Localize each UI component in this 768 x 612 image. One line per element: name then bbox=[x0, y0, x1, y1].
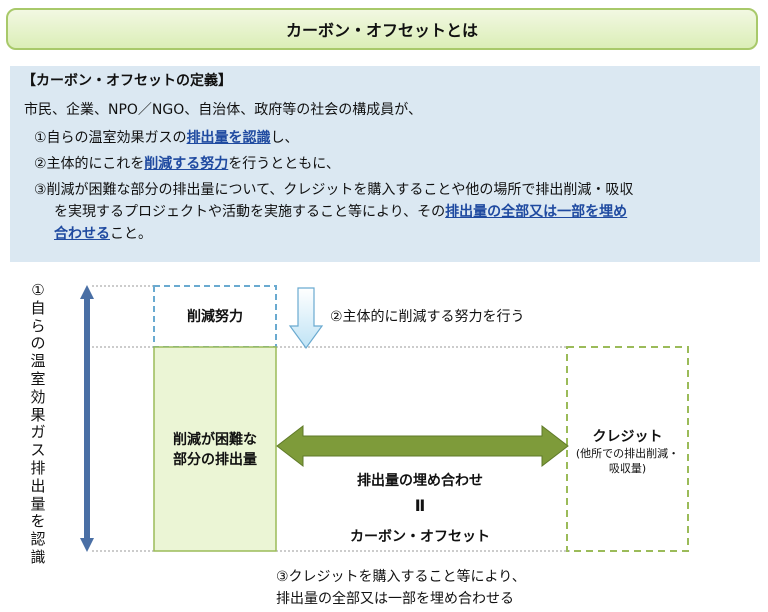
hard-to-reduce-box bbox=[153, 346, 277, 552]
hard-to-reduce-line2: 部分の排出量 bbox=[173, 452, 257, 468]
step3-line2: 排出量の全部又は一部を埋め合わせる bbox=[276, 591, 514, 607]
definition-heading: 【カーボン・オフセットの定義】 bbox=[22, 73, 232, 89]
down-arrow-icon bbox=[288, 287, 324, 350]
step3-line1: ③クレジットを購入すること等により、 bbox=[276, 569, 526, 585]
page-title-text: カーボン・オフセットとは bbox=[285, 21, 478, 40]
credit-title: クレジット bbox=[592, 429, 663, 445]
item3-line2-highlight: 排出量の全部又は一部を埋め bbox=[445, 204, 628, 220]
offset-double-arrow bbox=[276, 424, 569, 468]
definition-item-3-line3: 合わせること。 bbox=[54, 224, 152, 244]
definition-item-1: ①自らの温室効果ガスの排出量を認識し、 bbox=[34, 128, 299, 148]
item2-post: を行うとともに、 bbox=[228, 156, 340, 172]
offset-label: 排出量の埋め合わせ bbox=[357, 473, 483, 489]
reduction-effort-label: 削減努力 bbox=[187, 309, 243, 325]
side-label-recognize-emissions: ①自らの温室効果ガス排出量を認識 bbox=[30, 281, 46, 566]
definition-item-3-line2: を実現するプロジェクトや活動を実施すること等により、その排出量の全部又は一部を埋… bbox=[54, 202, 627, 222]
item1-pre: ①自らの温室効果ガスの bbox=[34, 130, 187, 146]
credit-subtitle: (他所での排出削減・ 吸収量) bbox=[567, 446, 688, 476]
carbon-offset-label: カーボン・オフセット bbox=[350, 529, 490, 545]
item3-line2-pre: を実現するプロジェクトや活動を実施すること等により、その bbox=[54, 204, 446, 220]
page-title: カーボン・オフセットとは bbox=[6, 8, 758, 50]
definition-intro: 市民、企業、NPO／NGO、自治体、政府等の社会の構成員が、 bbox=[24, 102, 422, 118]
item2-highlight: 削減する努力 bbox=[144, 156, 229, 172]
credit-sub-line1: (他所での排出削減・ bbox=[575, 447, 680, 460]
emissions-range-arrow bbox=[80, 285, 94, 552]
item3-line3-highlight: 合わせる bbox=[54, 226, 110, 242]
item1-post: し、 bbox=[270, 130, 299, 146]
item2-pre: ②主体的にこれを bbox=[34, 156, 145, 172]
definition-item-2: ②主体的にこれを削減する努力を行うとともに、 bbox=[34, 154, 340, 174]
definition-item-3-line1: ③削減が困難な部分の排出量について、クレジットを購入することや他の場所で排出削減… bbox=[34, 182, 634, 198]
equals-sign: Ⅱ bbox=[414, 496, 426, 515]
item1-highlight: 排出量を認識 bbox=[186, 130, 271, 146]
hard-to-reduce-label: 削減が困難な 部分の排出量 bbox=[154, 430, 276, 470]
step2-label: ②主体的に削減する努力を行う bbox=[330, 309, 525, 325]
credit-box bbox=[566, 346, 689, 552]
credit-sub-line2: 吸収量) bbox=[608, 462, 647, 475]
hard-to-reduce-line1: 削減が困難な bbox=[173, 432, 257, 448]
definition-panel: 【カーボン・オフセットの定義】 市民、企業、NPO／NGO、自治体、政府等の社会… bbox=[10, 66, 760, 262]
item3-line3-post: こと。 bbox=[110, 226, 152, 242]
